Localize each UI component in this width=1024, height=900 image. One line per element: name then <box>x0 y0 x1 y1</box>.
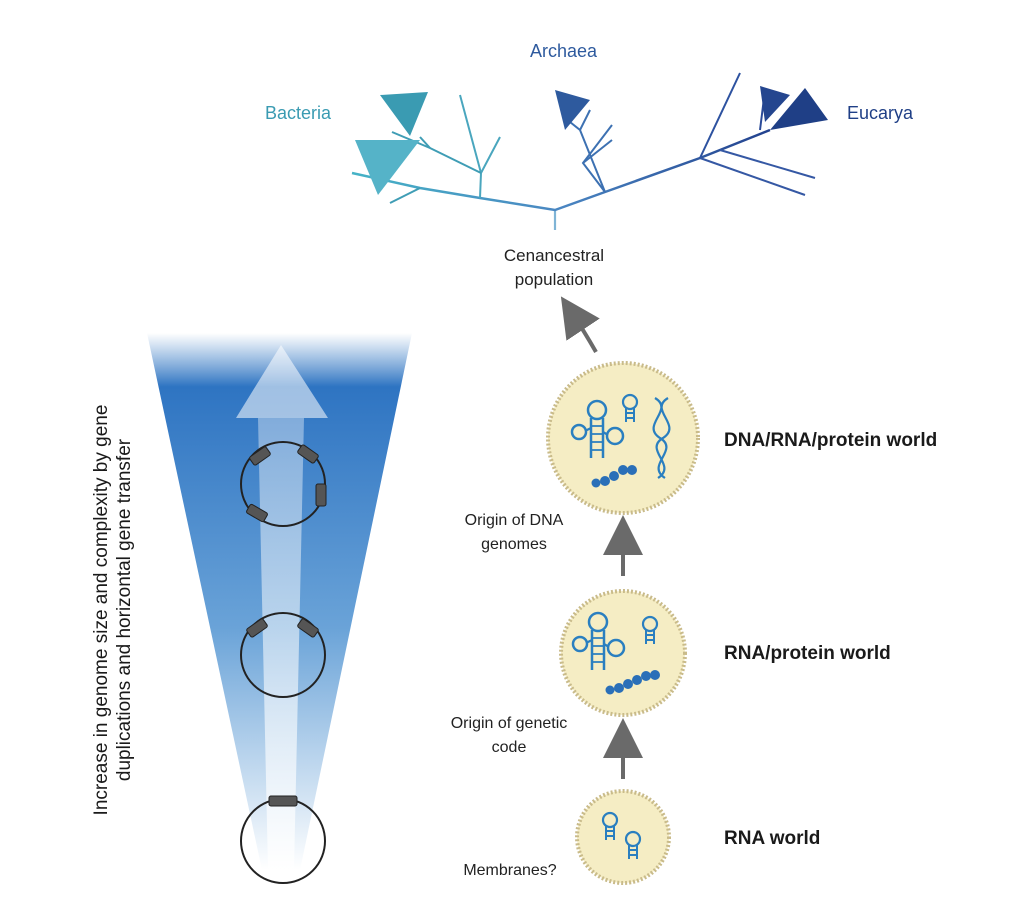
eucarya-clade-wedge <box>770 88 828 130</box>
archaea-label: Archaea <box>530 41 598 61</box>
genome-axis-label-line2: duplications and horizontal gene transfe… <box>114 438 135 782</box>
genetic-code-label-line1: Origin of genetic <box>451 715 568 732</box>
membranes-label: Membranes? <box>463 862 556 879</box>
up-arrow-head <box>236 345 328 418</box>
protein-chain <box>591 465 637 488</box>
rna-world-label: RNA world <box>724 828 820 849</box>
genome-growth-cone <box>147 333 412 884</box>
bacteria-clade-wedge <box>355 140 420 195</box>
protein-chain <box>605 670 660 695</box>
eucarya-label: Eucarya <box>847 103 914 123</box>
eucarya-clade-wedge <box>760 86 790 122</box>
dna-double-helix <box>652 397 671 479</box>
small-genome <box>240 795 326 884</box>
root-label-line1: Cenancestral <box>504 246 604 265</box>
rna-protein-cell <box>559 589 687 717</box>
archaea-clade-wedge <box>555 90 590 130</box>
rna-protein-world-label: RNA/protein world <box>724 643 891 664</box>
dna-rna-protein-cell <box>546 361 700 515</box>
dna-genomes-label-line1: Origin of DNA <box>465 512 564 529</box>
large-genome <box>240 441 327 527</box>
root-label-line2: population <box>515 270 593 289</box>
rna-world-cell <box>575 789 671 885</box>
genetic-code-label-line2: code <box>492 739 527 756</box>
bacteria-clade-wedge <box>380 92 428 136</box>
curved-up-arrow <box>560 296 600 353</box>
genome-axis-label-line1: Increase in genome size and complexity b… <box>91 404 112 816</box>
bacteria-label: Bacteria <box>265 103 332 123</box>
medium-genome <box>240 612 326 698</box>
dna-genomes-label-line2: genomes <box>481 536 547 553</box>
dna-rna-protein-world-label: DNA/RNA/protein world <box>724 430 937 451</box>
phylogenetic-tree <box>351 72 828 230</box>
genome-axis-label: Increase in genome size and complexity b… <box>90 360 136 860</box>
